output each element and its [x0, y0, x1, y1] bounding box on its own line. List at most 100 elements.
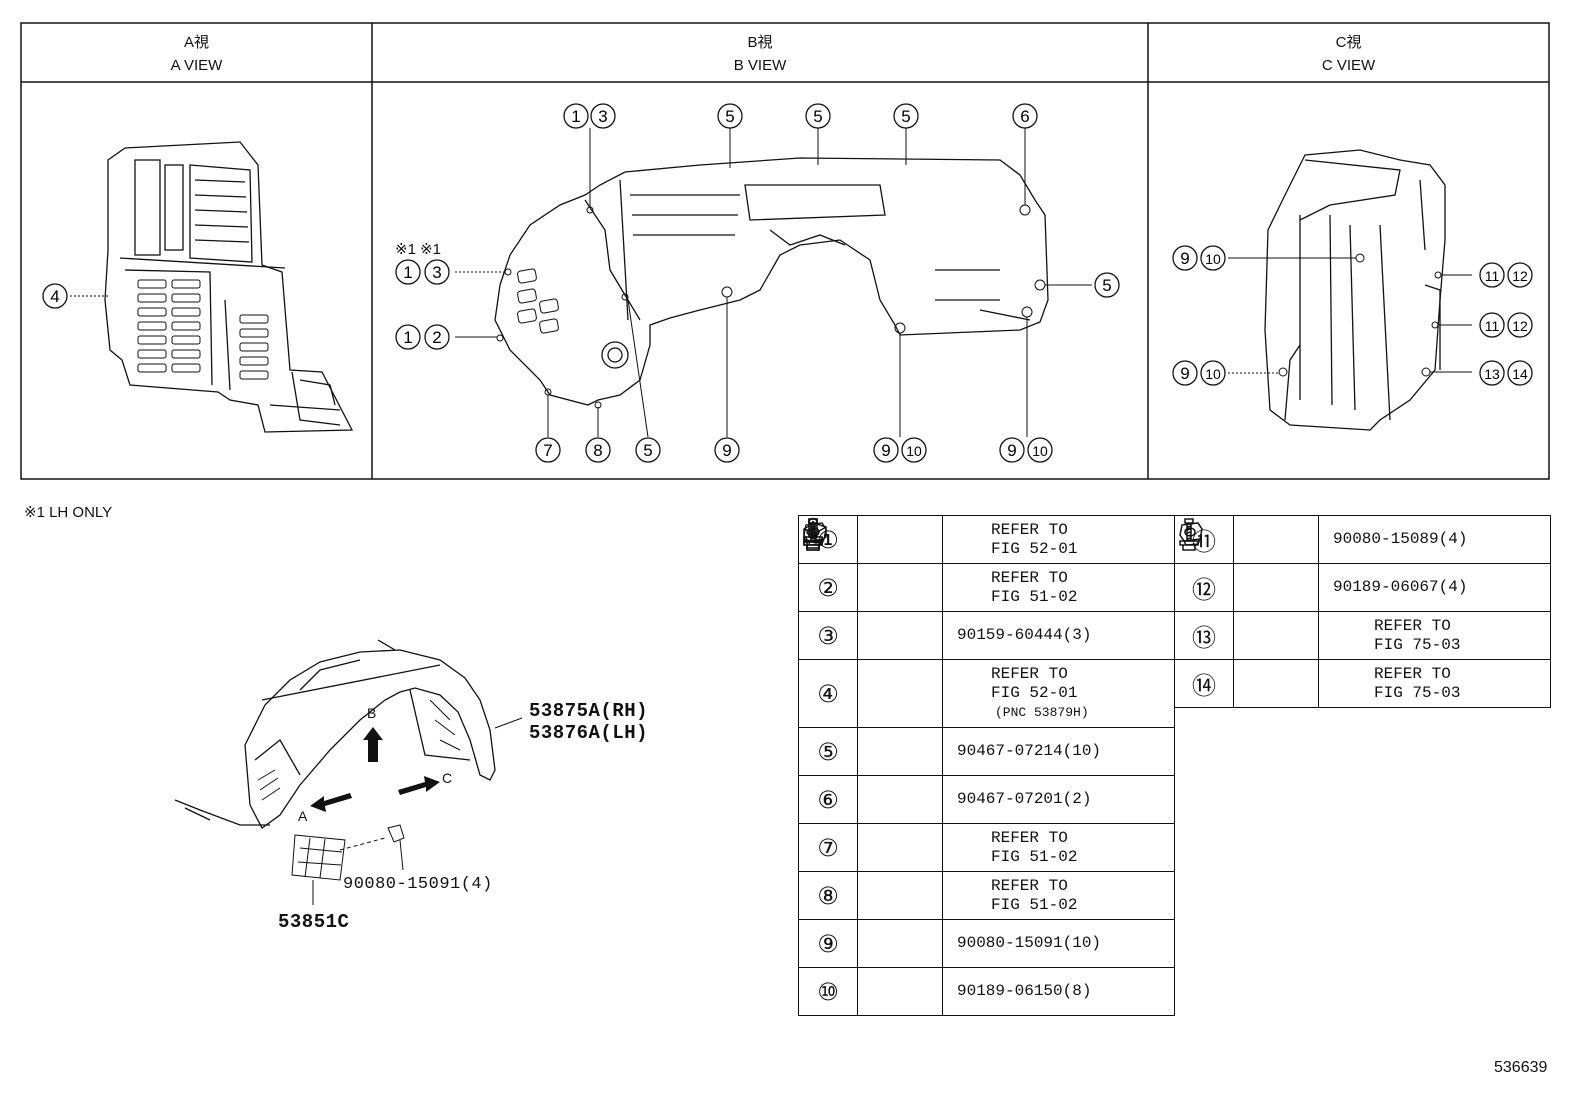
part-text-line: 90080-15091(10): [957, 934, 1102, 952]
svg-text:14: 14: [1512, 366, 1528, 382]
table-row: ⑥ 90467-07201(2): [798, 517, 1175, 824]
part-text-line: REFER TO: [1374, 664, 1451, 683]
svg-text:10: 10: [906, 443, 922, 459]
view-a-jp: A視: [183, 34, 209, 51]
item-number: ⑨: [817, 929, 839, 958]
view-c-en: C VIEW: [1321, 57, 1376, 74]
item-number: ②: [817, 573, 839, 602]
part-text-line: 90159-60444(3): [957, 626, 1092, 644]
svg-text:5: 5: [813, 107, 822, 126]
callout-b-5: 5: [893, 103, 919, 129]
callout-b-9: 9: [999, 437, 1025, 463]
item-number: ⑦: [817, 833, 839, 862]
svg-text:12: 12: [1512, 268, 1528, 284]
callout-c-10: 10: [1200, 245, 1226, 271]
svg-text:10: 10: [1205, 251, 1221, 267]
svg-text:3: 3: [598, 107, 607, 126]
svg-text:9: 9: [1007, 441, 1016, 460]
callout-b-6: 6: [1012, 103, 1038, 129]
part-text-line: FIG 51-02: [991, 587, 1078, 606]
table-row: ⑨ 90080-15091(10): [798, 518, 1175, 968]
svg-text:13: 13: [1484, 366, 1500, 382]
svg-text:7: 7: [543, 441, 552, 460]
svg-text:5: 5: [1102, 276, 1111, 295]
part-text-line: REFER TO: [991, 665, 1068, 683]
callout-b-7: 7: [535, 437, 561, 463]
table-row: ⑭ REFER TO FIG 75-03: [1174, 522, 1551, 708]
svg-text:11: 11: [1485, 268, 1500, 284]
arrow-c-label: C: [442, 770, 453, 786]
part-text-line: FIG 75-03: [1374, 635, 1461, 654]
view-b-en: B VIEW: [733, 57, 787, 74]
callout-b-5: 5: [805, 103, 831, 129]
part-text-line: FIG 51-02: [991, 847, 1078, 866]
item-number: ⑤: [817, 737, 839, 766]
view-b-jp: B視: [747, 34, 773, 51]
view-c-jp: C視: [1335, 34, 1362, 51]
part-text-line: 90467-07201(2): [957, 790, 1092, 808]
part-text-line: REFER TO: [991, 568, 1068, 587]
svg-text:6: 6: [1020, 107, 1029, 126]
svg-text:11: 11: [1485, 318, 1500, 334]
svg-text:10: 10: [1032, 443, 1048, 459]
item-number: ⑥: [817, 785, 839, 814]
callout-b-1: 1: [563, 103, 589, 129]
svg-text:12: 12: [1512, 318, 1528, 334]
item-number: ⑪: [1192, 528, 1216, 556]
callout-c-12: 12: [1507, 312, 1533, 338]
callout-b-3: 3: [424, 259, 450, 285]
part-number-rh: 53875A(RH): [529, 700, 649, 722]
part-text-line: REFER TO: [991, 828, 1068, 847]
part-text-line: 90467-07214(10): [957, 742, 1102, 760]
callout-a-4: 4: [42, 283, 68, 309]
svg-text:5: 5: [643, 441, 652, 460]
svg-text:3: 3: [432, 263, 441, 282]
callout-b-10: 10: [901, 437, 927, 463]
part-text-line: REFER TO: [991, 520, 1068, 539]
callout-b-8: 8: [585, 437, 611, 463]
svg-text:1: 1: [403, 328, 412, 347]
svg-text:1: 1: [403, 263, 412, 282]
part-text-line: FIG 52-01: [991, 539, 1078, 558]
arrow-a-label: A: [298, 808, 308, 824]
part-number-lh: 53876A(LH): [529, 722, 649, 744]
callout-b-2: 2: [424, 324, 450, 350]
part-text-line: 90189-06067(4): [1333, 578, 1468, 596]
item-number: ①: [817, 525, 839, 554]
part-text-line: FIG 52-01: [991, 684, 1078, 702]
item-number: ④: [817, 679, 839, 708]
lh-only-marks: ※1 ※1: [395, 241, 441, 258]
part-text-line: (PNC 53879H): [995, 705, 1089, 720]
callout-b-9: 9: [873, 437, 899, 463]
svg-text:5: 5: [725, 107, 734, 126]
callout-b-5: 5: [1094, 272, 1120, 298]
svg-text:8: 8: [593, 441, 602, 460]
document-number: 536639: [1494, 1059, 1548, 1076]
callout-c-11: 11: [1479, 312, 1505, 338]
callout-c-10: 10: [1200, 360, 1226, 386]
item-number: ⑩: [817, 977, 839, 1006]
callout-c-13: 13: [1479, 360, 1505, 386]
callout-c-11: 11: [1479, 262, 1505, 288]
callout-b-1: 1: [395, 259, 421, 285]
part-text-line: FIG 51-02: [991, 895, 1078, 914]
arrow-b-label: B: [367, 705, 377, 721]
part-text-line: REFER TO: [991, 876, 1068, 895]
item-number: ⑭: [1192, 672, 1216, 700]
view-c-header: C視 C VIEW: [1148, 31, 1549, 77]
